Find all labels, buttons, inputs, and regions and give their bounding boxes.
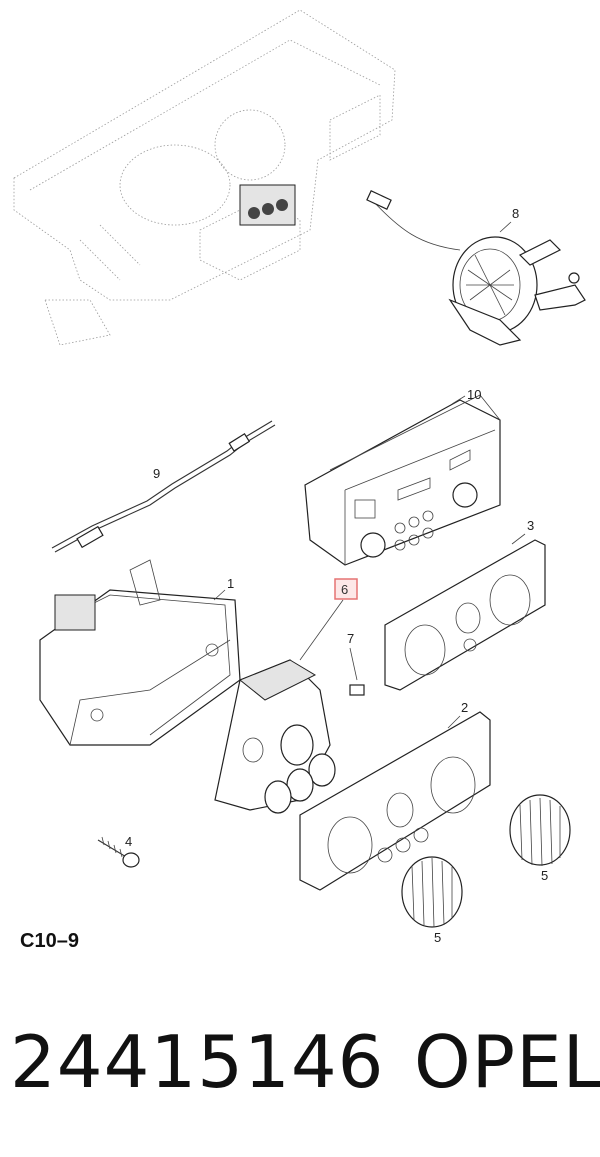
callout-5b: 5: [434, 930, 441, 945]
callout-2: 2: [461, 700, 468, 715]
callout-3: 3: [527, 518, 534, 533]
callout-4: 4: [125, 834, 132, 849]
callout-5a: 5: [541, 868, 548, 883]
part-4-screw: 4: [97, 834, 140, 868]
part-2-front-facia-panel: 2: [299, 700, 491, 891]
part-9-control-cable: 9: [51, 420, 276, 553]
callout-8: 8: [512, 206, 519, 221]
part-1-housing-bracket: 1: [39, 559, 241, 746]
callout-6-highlight-box: [334, 578, 358, 600]
part-6-control-switch-assembly: [214, 659, 336, 814]
part-8-actuator-assembly: 8: [366, 190, 586, 346]
part-5-knob-front: 5: [401, 856, 463, 945]
exploded-parts-diagram: 8 10 9 1: [13, 9, 586, 945]
callout-9: 9: [153, 466, 160, 481]
part-6-7-group: 6 7: [299, 578, 365, 696]
brand-name: OPEL: [414, 1020, 600, 1104]
callout-7: 7: [347, 631, 354, 646]
dashboard-context-illustration: [13, 9, 396, 346]
callout-1: 1: [227, 576, 234, 591]
part-10-display-unit: 10: [304, 387, 501, 566]
part-5-knob-right: 5: [509, 794, 571, 883]
callout-10: 10: [467, 387, 481, 402]
callout-6: 6: [341, 582, 348, 597]
part-number: 24415146: [10, 1020, 385, 1104]
part-7-bulb: [349, 684, 365, 696]
part-3-rear-facia-panel: 3: [384, 518, 546, 691]
figure-label: C10–9: [20, 930, 79, 952]
